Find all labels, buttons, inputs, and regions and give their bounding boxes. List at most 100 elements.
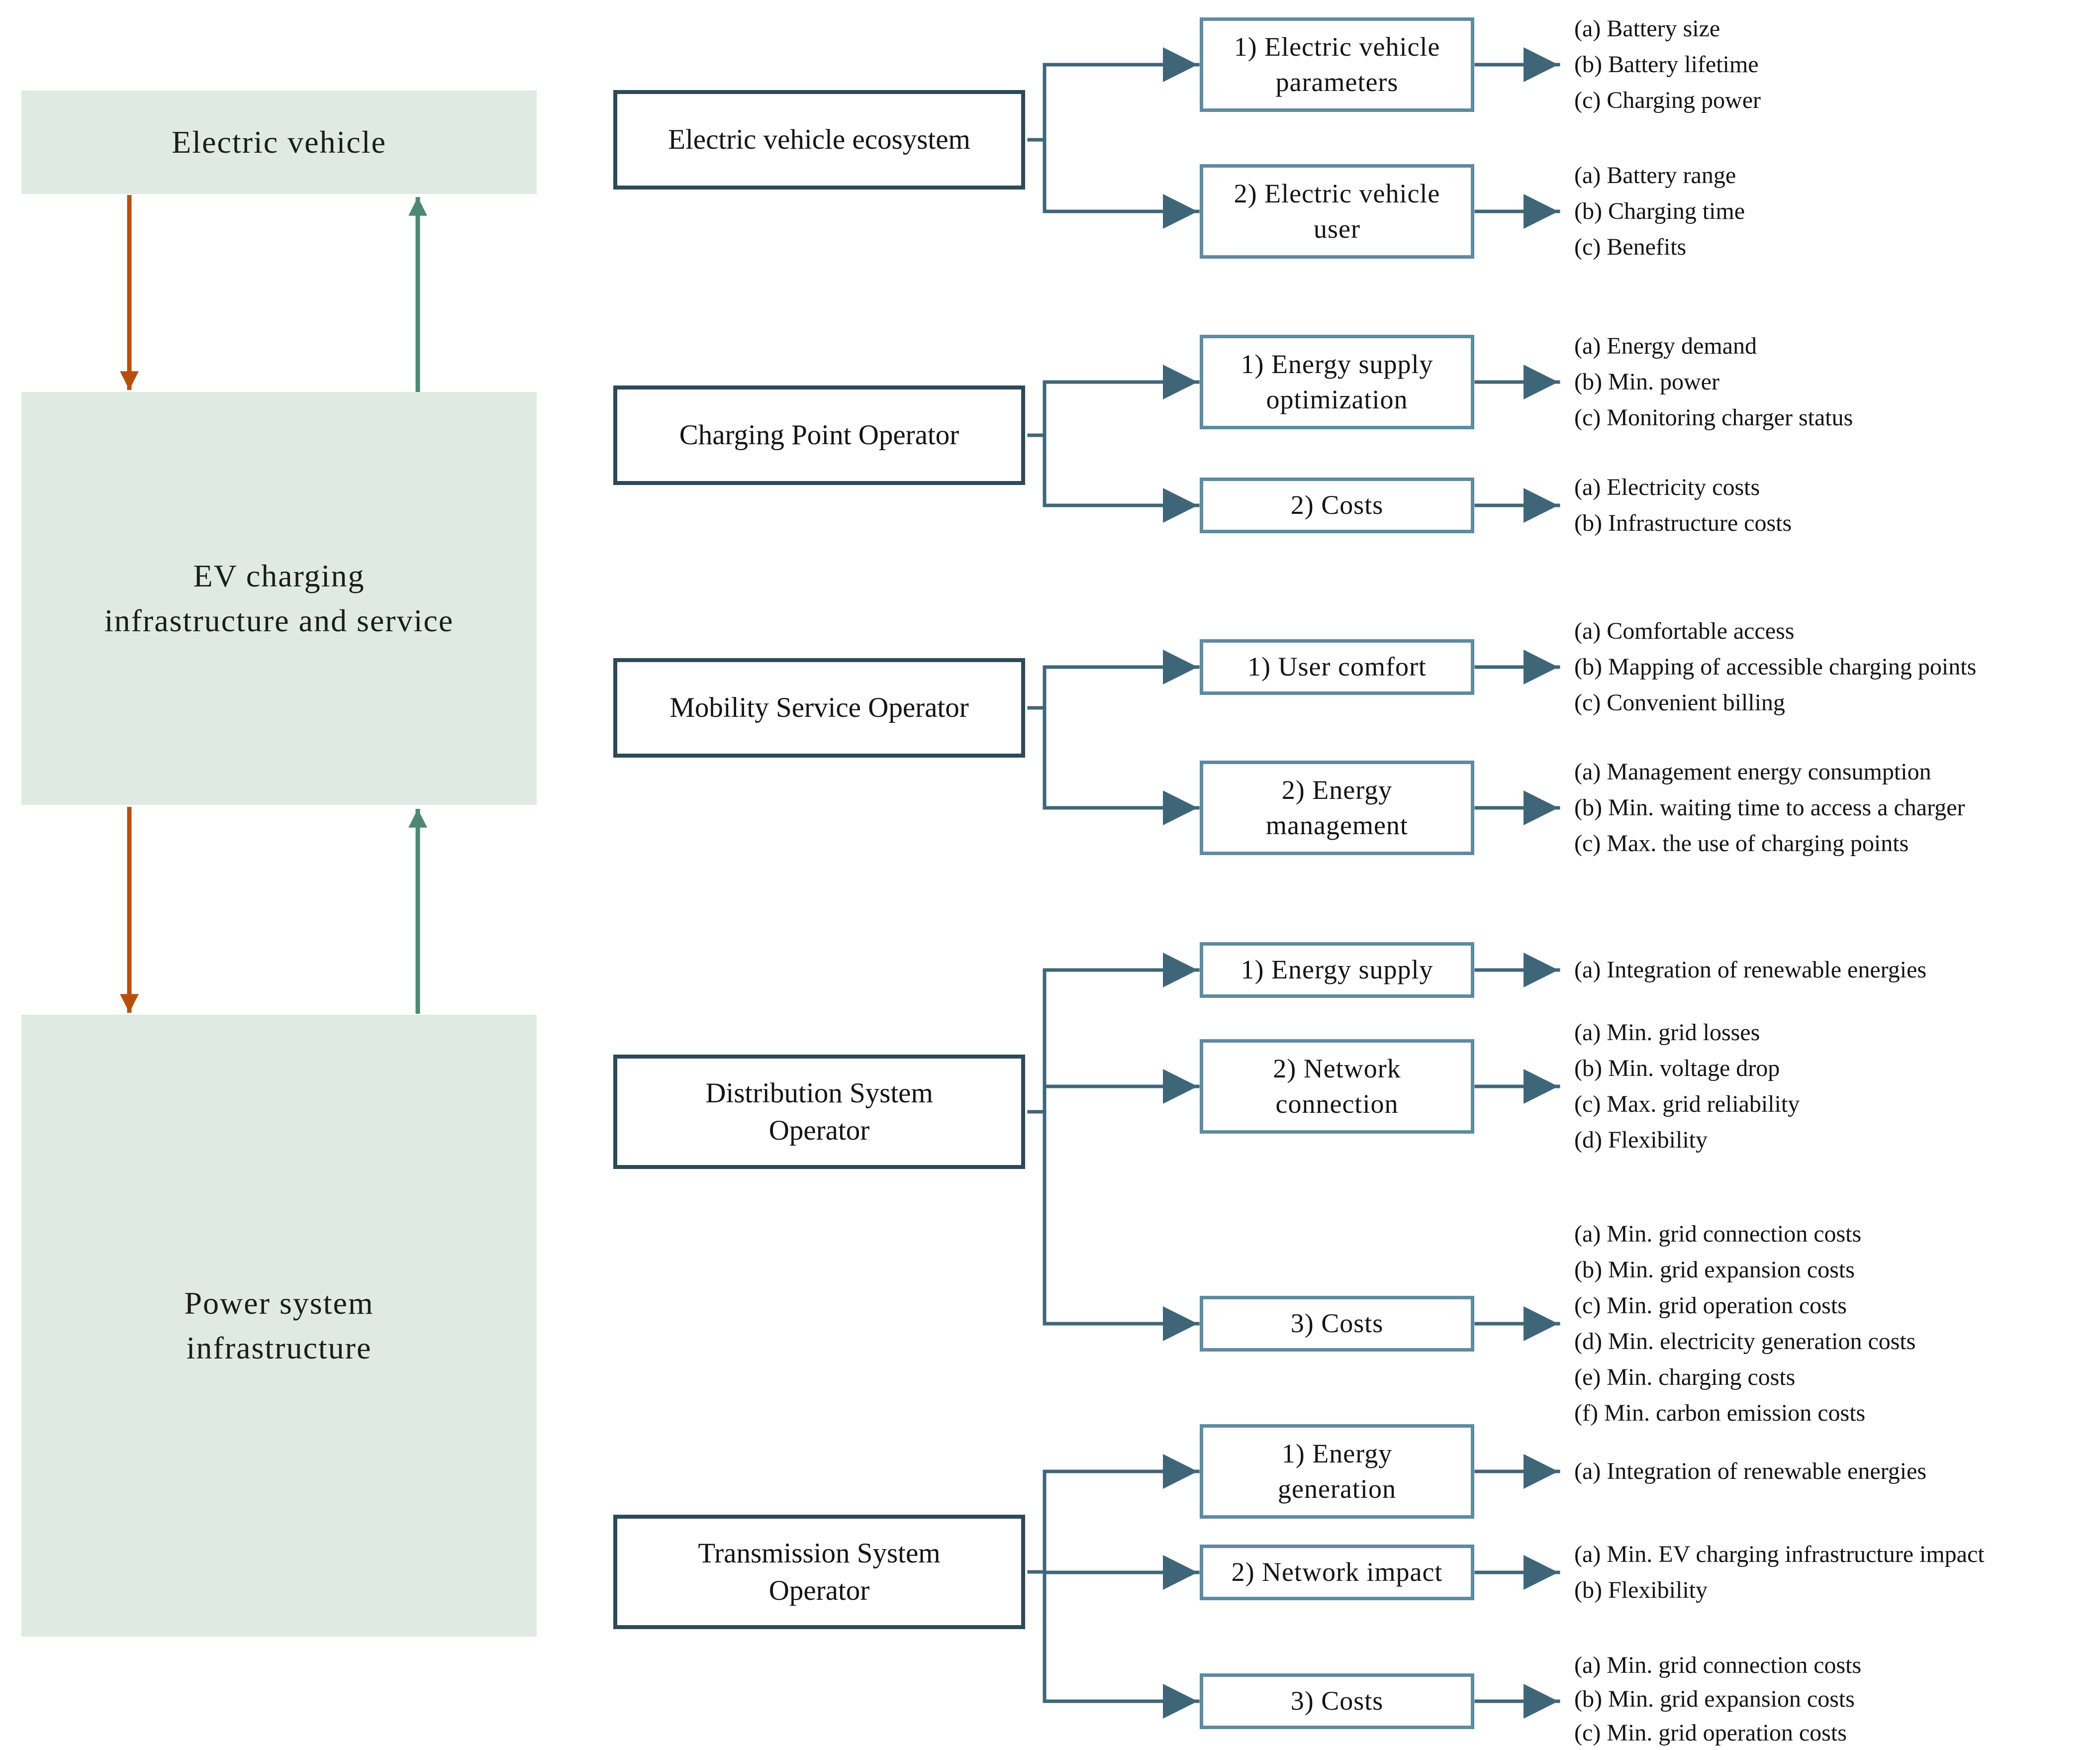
connector-mobility-service-operator <box>1027 650 1560 825</box>
child-box-cpo-costs: 2) Costs <box>1200 478 1474 533</box>
left-box-label: EV charging <box>193 558 365 594</box>
list-item: (a) Integration of renewable energies <box>1574 957 1927 983</box>
list-network-connection: (a) Min. grid losses (b) Min. voltage dr… <box>1574 1015 1800 1158</box>
child-label-line2: user <box>1314 214 1360 244</box>
left-box-label-line2: infrastructure and service <box>104 603 454 638</box>
child-label: 2) Energy <box>1281 775 1393 805</box>
list-item: (b) Mapping of accessible charging point… <box>1574 654 1977 680</box>
left-box-ev-charging-infrastructure: EV charging infrastructure and service <box>21 392 537 805</box>
parent-label: Transmission System <box>698 1537 941 1569</box>
list-ev-user: (a) Battery range (b) Charging time (c) … <box>1574 158 1745 265</box>
list-item: (d) Flexibility <box>1574 1127 1708 1153</box>
parent-box-charging-point-operator: Charging Point Operator <box>613 386 1025 485</box>
list-item: (a) Integration of renewable energies <box>1574 1458 1927 1484</box>
list-item: (c) Min. grid operation costs <box>1574 1292 1847 1319</box>
list-item: (c) Convenient billing <box>1574 689 1785 716</box>
parent-label: Distribution System <box>705 1077 933 1109</box>
parent-label: Electric vehicle ecosystem <box>668 124 970 156</box>
list-item: (a) Electricity costs <box>1574 474 1760 500</box>
child-box-energy-management: 2) Energy management <box>1200 761 1474 855</box>
list-item: (a) Min. EV charging infrastructure impa… <box>1574 1541 1985 1567</box>
list-item: (a) Min. grid connection costs <box>1574 1221 1862 1247</box>
left-box-electric-vehicle: Electric vehicle <box>21 91 537 194</box>
list-item: (a) Management energy consumption <box>1574 759 1931 785</box>
list-item: (a) Min. grid losses <box>1574 1019 1760 1046</box>
parent-box-ev-ecosystem: Electric vehicle ecosystem <box>613 90 1025 190</box>
child-box-network-connection: 2) Network connection <box>1200 1039 1474 1134</box>
list-cpo-costs: (a) Electricity costs (b) Infrastructure… <box>1574 470 1792 541</box>
list-item: (b) Flexibility <box>1574 1577 1708 1603</box>
list-energy-management: (a) Management energy consumption (b) Mi… <box>1574 754 1965 862</box>
list-item: (a) Min. grid connection costs <box>1574 1652 1862 1678</box>
child-label: 1) Energy <box>1281 1438 1393 1468</box>
list-energy-generation: (a) Integration of renewable energies <box>1574 1454 1926 1489</box>
child-box-energy-supply-optimization: 1) Energy supply optimization <box>1200 335 1474 429</box>
left-box-label: Electric vehicle <box>172 124 386 160</box>
left-box-label: Power system <box>184 1285 374 1321</box>
child-box-energy-supply: 1) Energy supply <box>1200 942 1474 998</box>
child-box-energy-generation: 1) Energy generation <box>1200 1424 1474 1519</box>
list-item: (c) Charging power <box>1574 87 1761 113</box>
child-label: 2) Network impact <box>1231 1557 1443 1587</box>
child-label-line2: connection <box>1275 1089 1399 1119</box>
list-user-comfort: (a) Comfortable access (b) Mapping of ac… <box>1574 613 1976 721</box>
child-label: 1) User comfort <box>1247 652 1427 682</box>
child-label-line2: parameters <box>1275 67 1399 97</box>
list-tso-costs: (a) Min. grid connection costs (b) Min. … <box>1574 1649 1861 1750</box>
left-box-label-line2: infrastructure <box>186 1330 372 1365</box>
list-item: (b) Min. grid expansion costs <box>1574 1257 1855 1283</box>
list-item: (c) Max. grid reliability <box>1574 1091 1800 1117</box>
parent-label-line2: Operator <box>768 1115 870 1146</box>
child-label: 3) Costs <box>1290 1686 1384 1716</box>
list-ev-parameters: (a) Battery size (b) Battery lifetime (c… <box>1574 11 1761 118</box>
list-item: (e) Min. charging costs <box>1574 1364 1796 1390</box>
child-box-ev-user: 2) Electric vehicle user <box>1200 164 1474 259</box>
list-item: (d) Min. electricity generation costs <box>1574 1328 1916 1355</box>
parent-box-distribution-system-operator: Distribution System Operator <box>613 1055 1025 1169</box>
list-item: (a) Energy demand <box>1574 333 1757 359</box>
list-item: (b) Charging time <box>1574 198 1745 224</box>
list-item: (b) Battery lifetime <box>1574 51 1759 78</box>
child-box-network-impact: 2) Network impact <box>1200 1545 1474 1600</box>
child-label: 2) Network <box>1273 1053 1401 1083</box>
parent-box-mobility-service-operator: Mobility Service Operator <box>613 658 1025 758</box>
list-item: (f) Min. carbon emission costs <box>1574 1400 1866 1426</box>
list-item: (c) Benefits <box>1574 234 1687 260</box>
child-box-user-comfort: 1) User comfort <box>1200 639 1474 695</box>
list-item: (a) Comfortable access <box>1574 618 1795 644</box>
child-label: 1) Electric vehicle <box>1234 31 1440 62</box>
child-label-line2: optimization <box>1266 385 1408 414</box>
list-item: (a) Battery range <box>1574 162 1736 189</box>
child-label-line2: management <box>1266 810 1408 840</box>
list-item: (c) Max. the use of charging points <box>1574 830 1909 857</box>
list-item: (b) Infrastructure costs <box>1574 510 1792 536</box>
child-box-dso-costs: 3) Costs <box>1200 1296 1474 1352</box>
list-item: (b) Min. waiting time to access a charge… <box>1574 794 1965 821</box>
connector-charging-point-operator <box>1027 365 1560 523</box>
list-item: (c) Monitoring charger status <box>1574 404 1853 431</box>
list-dso-costs: (a) Min. grid connection costs (b) Min. … <box>1574 1216 1915 1431</box>
child-label: 1) Energy supply <box>1241 955 1433 985</box>
parent-box-transmission-system-operator: Transmission System Operator <box>613 1515 1025 1629</box>
child-box-ev-parameters: 1) Electric vehicle parameters <box>1200 17 1474 112</box>
list-item: (b) Min. grid expansion costs <box>1574 1686 1855 1712</box>
parent-label-line2: Operator <box>768 1575 870 1606</box>
connector-distribution-system-operator <box>1027 953 1560 1341</box>
left-box-power-system-infrastructure: Power system infrastructure <box>21 1015 537 1637</box>
child-label: 2) Electric vehicle <box>1234 178 1440 208</box>
child-label: 2) Costs <box>1290 490 1384 520</box>
connector-ev-ecosystem <box>1027 47 1560 229</box>
list-item: (c) Min. grid operation costs <box>1574 1720 1847 1746</box>
child-label: 1) Energy supply <box>1241 349 1433 379</box>
child-label: 3) Costs <box>1290 1308 1384 1339</box>
list-item: (b) Min. power <box>1574 369 1719 395</box>
parent-label: Charging Point Operator <box>679 419 959 451</box>
list-item: (b) Min. voltage drop <box>1574 1055 1780 1081</box>
connector-transmission-system-operator <box>1027 1454 1560 1719</box>
list-energy-supply-optimization: (a) Energy demand (b) Min. power (c) Mon… <box>1574 328 1853 436</box>
child-box-tso-costs: 3) Costs <box>1200 1673 1474 1729</box>
list-energy-supply: (a) Integration of renewable energies <box>1574 952 1926 988</box>
list-network-impact: (a) Min. EV charging infrastructure impa… <box>1574 1537 1985 1608</box>
child-label-line2: generation <box>1278 1474 1396 1504</box>
